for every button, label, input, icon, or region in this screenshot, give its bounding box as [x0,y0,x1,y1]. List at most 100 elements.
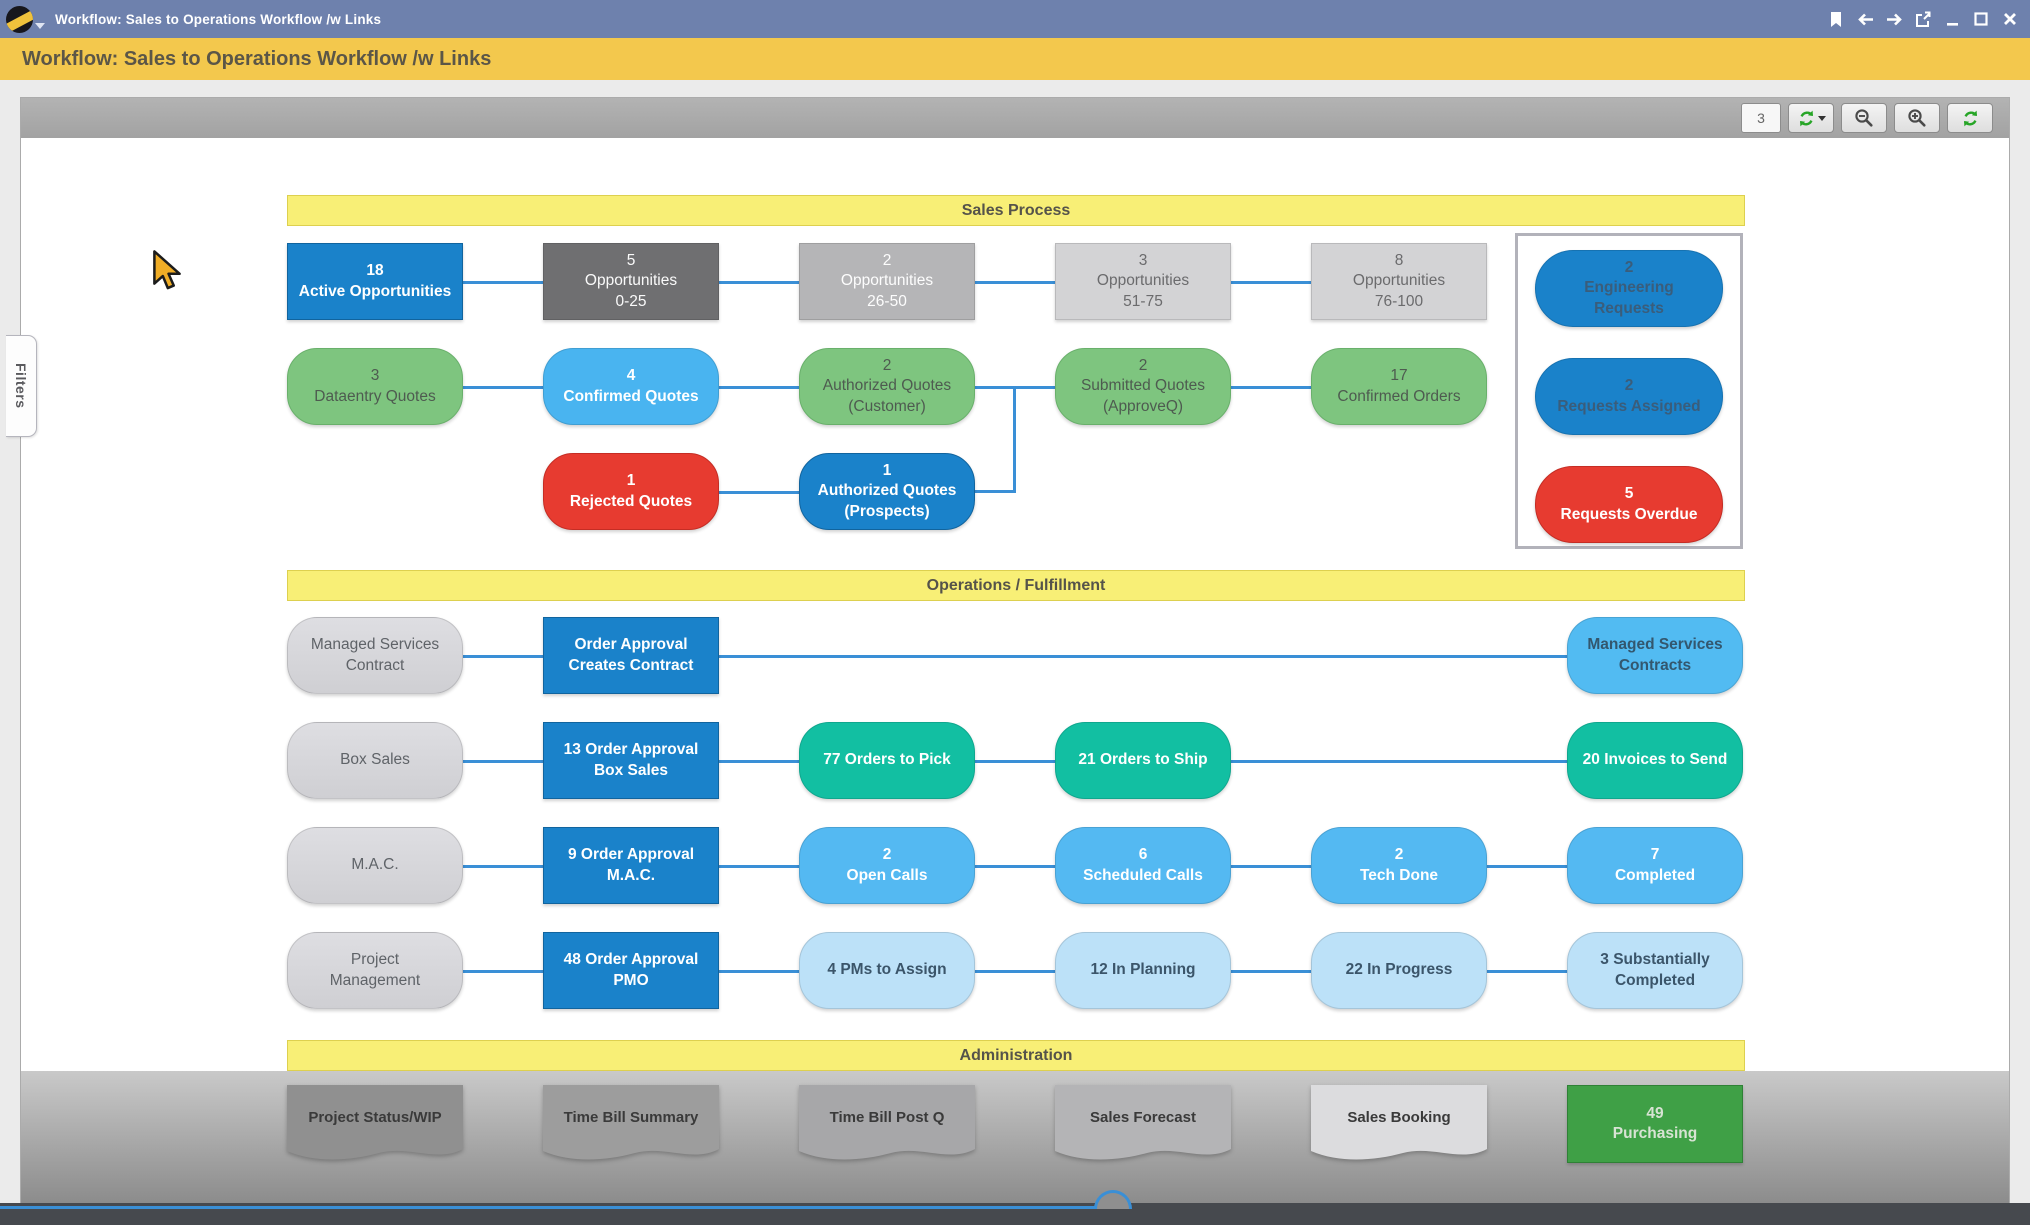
section-band-administration[interactable]: Administration [287,1040,1745,1071]
node-label: Opportunities [1096,272,1190,290]
node-20-invoices-to-send[interactable]: 20 Invoices to Send [1567,722,1743,799]
node-label: 77 Orders to Pick [823,751,951,769]
node-label: 8 [1394,252,1404,270]
node-label: (Prospects) [844,502,930,520]
section-band-operations[interactable]: Operations / Fulfillment [287,570,1745,601]
node-label: 5 [1624,485,1634,503]
logo-dropdown-caret-icon[interactable] [35,23,45,29]
node-label: Completed [1614,971,1696,989]
node-label: Requests Assigned [1557,397,1701,415]
node-label: Engineering [1584,279,1674,297]
node-label: Management [329,971,421,989]
node-4-pms-to-assign[interactable]: 4 PMs to Assign [799,932,975,1009]
node-label: 2 [882,252,892,270]
app-logo-icon[interactable] [6,5,33,33]
filters-tab-label: Filters [13,363,29,409]
node-box-sales[interactable]: Box Sales [287,722,463,799]
bookmark-icon[interactable] [1826,9,1846,29]
forward-arrow-icon[interactable] [1884,9,1904,29]
node-label: Authorized Quotes [822,377,952,395]
zoom-in-button[interactable] [1894,103,1940,133]
minimize-icon[interactable] [1942,9,1962,29]
section-band-sales[interactable]: Sales Process [287,195,1745,226]
node-label: 2 [882,846,892,864]
node-label: Completed [1614,866,1696,884]
node-12-in-planning[interactable]: 12 In Planning [1055,932,1231,1009]
node-label: 1 [626,472,636,490]
node-label: 5 [626,252,636,270]
maximize-icon[interactable] [1971,9,1991,29]
close-icon[interactable] [2000,9,2020,29]
node-label: 2 [1394,846,1404,864]
node-label: 3 [1138,252,1148,270]
filters-tab[interactable]: Filters [6,335,37,437]
node-21-orders-to-ship[interactable]: 21 Orders to Ship [1055,722,1231,799]
open-external-icon[interactable] [1913,9,1933,29]
node-77-orders-to-pick[interactable]: 77 Orders to Pick [799,722,975,799]
node-label: 21 Orders to Ship [1078,751,1208,769]
node-label: 13 Order Approval [563,741,699,759]
node-label: Managed Services [1587,636,1723,654]
page-header: Workflow: Sales to Operations Workflow /… [0,38,2030,80]
node-label: Dataentry Quotes [314,387,436,405]
node-label: Confirmed Quotes [563,387,699,405]
zoom-out-button[interactable] [1841,103,1887,133]
node-label: 2 [1624,259,1634,277]
node-label: 18 [366,262,384,280]
node-label: 51-75 [1123,292,1163,310]
node-label: Creates Contract [568,656,694,674]
node-label: Contracts [1618,656,1692,674]
node-label: Requests Overdue [1560,505,1698,523]
auto-refresh-button[interactable] [1788,103,1834,133]
zoom-in-icon [1908,109,1926,127]
node-label: (Customer) [848,397,926,415]
node-label: Confirmed Orders [1337,387,1461,405]
refresh-interval-input[interactable] [1741,103,1781,133]
bottom-panel-divider[interactable] [0,1206,1097,1209]
node-label: Opportunities [1352,272,1446,290]
back-arrow-icon[interactable] [1855,9,1875,29]
node-m-a-c[interactable]: M.A.C. [287,827,463,904]
node-label: Scheduled Calls [1083,866,1203,884]
node-22-in-progress[interactable]: 22 In Progress [1311,932,1487,1009]
refresh-button[interactable] [1947,103,1993,133]
auto-refresh-icon [1799,110,1813,126]
node-label: 7 [1650,846,1660,864]
node-label: 26-50 [867,292,907,310]
page-title: Workflow: Sales to Operations Workflow /… [22,47,492,70]
window-title: Workflow: Sales to Operations Workflow /… [55,11,382,27]
node-label: 2 [882,357,892,375]
refresh-icon [1963,110,1977,126]
zoom-out-icon [1855,109,1873,127]
node-label: Box Sales [593,761,669,779]
